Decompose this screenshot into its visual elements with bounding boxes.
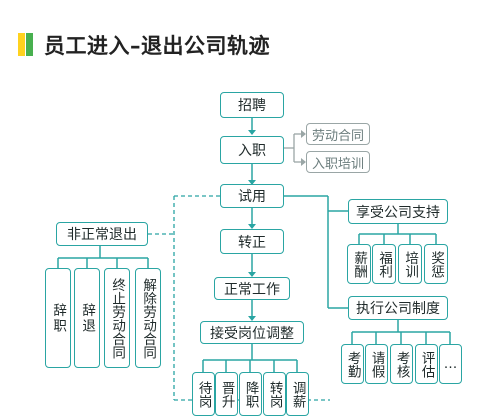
company-support: 享受公司支持 [348, 199, 448, 224]
policy-more: … [439, 344, 462, 384]
step-position-adjust: 接受岗位调整 [200, 321, 304, 344]
title-accent-yellow [18, 33, 25, 56]
policy-attendance: 考勤 [341, 344, 364, 384]
title-accent-green [26, 33, 33, 56]
step-regularize: 转正 [220, 229, 284, 254]
adjust-promotion: 晋升 [215, 372, 238, 416]
step-normal-work: 正常工作 [214, 277, 290, 300]
support-training: 培训 [398, 244, 422, 284]
abnormal-exit: 非正常退出 [56, 222, 148, 246]
step-probation: 试用 [220, 184, 284, 208]
step-recruit: 招聘 [220, 92, 284, 118]
doc-onboard-training: 入职培训 [306, 151, 370, 173]
adjust-transfer: 转岗 [263, 372, 286, 416]
support-reward-penalty: 奖惩 [424, 244, 448, 284]
exit-rescind-contract: 解除劳动合同 [135, 268, 161, 368]
policy-appraisal: 考核 [390, 344, 413, 384]
adjust-standby: 待岗 [192, 372, 215, 416]
exit-terminate-contract: 终止劳动合同 [104, 268, 130, 368]
exit-resign: 辞职 [45, 268, 71, 368]
policy-leave: 请假 [365, 344, 388, 384]
exit-dismiss: 辞退 [74, 268, 100, 368]
support-salary: 薪酬 [347, 244, 371, 284]
step-onboard: 入职 [220, 136, 284, 164]
policy-evaluation: 评估 [415, 344, 438, 384]
company-policy: 执行公司制度 [348, 296, 448, 320]
page-title: 员工进入–退出公司轨迹 [44, 34, 270, 58]
adjust-salary: 调薪 [286, 372, 309, 416]
support-welfare: 福利 [372, 244, 396, 284]
adjust-demotion: 降职 [239, 372, 262, 416]
doc-labor-contract: 劳动合同 [306, 123, 370, 145]
